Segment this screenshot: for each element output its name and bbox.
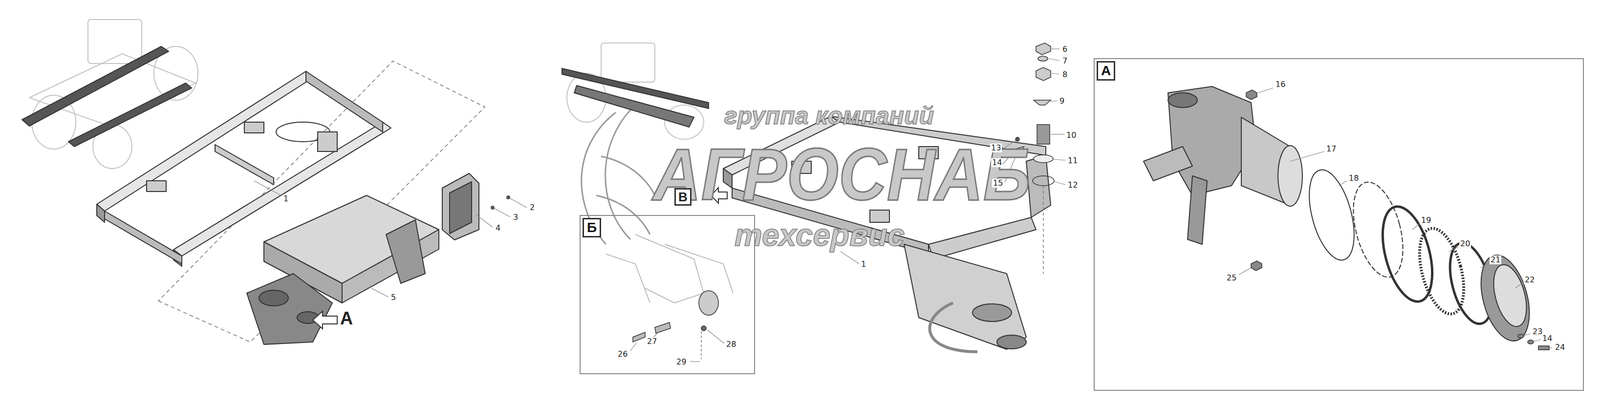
callout-number: 17	[1325, 144, 1338, 154]
callout-number: 29	[675, 357, 688, 367]
knuckle-17	[1143, 86, 1303, 245]
watermark-text: техсервис	[734, 219, 905, 251]
callout-number: 10	[1065, 130, 1078, 140]
bracket-4	[442, 173, 479, 240]
callout-number: 7	[1061, 56, 1069, 66]
callout-number: 12	[1066, 180, 1079, 190]
bolts-23-25	[1246, 89, 1550, 350]
detail-view-frame: Б	[579, 215, 756, 375]
callout-number: 5	[389, 293, 397, 303]
callout-number: 25	[1225, 273, 1238, 283]
view-letter: Б	[582, 217, 602, 238]
bolts-2-3	[490, 195, 511, 210]
callout-number: 8	[1061, 70, 1069, 80]
inset-b-drawing	[605, 234, 734, 316]
callout-number: 27	[646, 337, 658, 346]
callout-number: 1	[282, 194, 290, 204]
callout-number: 26	[616, 349, 629, 359]
callout-number: 16	[1274, 80, 1287, 89]
callout-number: 14	[1541, 334, 1554, 344]
leader-lines-left	[254, 180, 527, 298]
watermark-text: АГРОСНАБ	[652, 137, 1031, 212]
callout-number: 6	[1061, 44, 1069, 54]
callout-number: 1	[860, 259, 867, 269]
inset-b-parts	[632, 322, 707, 360]
rings-18-22	[1300, 165, 1538, 347]
callout-number: 4	[494, 223, 502, 233]
callout-number: 13	[990, 143, 1002, 153]
callout-number: 9	[1058, 96, 1066, 106]
callout-number: 22	[1523, 275, 1536, 285]
callout-number: 18	[1347, 173, 1360, 183]
watermark-emblem	[581, 105, 655, 245]
leader-lines-right	[1238, 87, 1553, 348]
callout-number: 14	[991, 158, 1003, 168]
detail-view-frame: А	[1093, 58, 1584, 391]
view-letter: В	[674, 188, 692, 206]
callout-number: 28	[725, 340, 737, 349]
watermark-text: группа компаний	[724, 103, 934, 129]
callout-number: 21	[1489, 255, 1502, 265]
callout-number: 15	[992, 178, 1004, 188]
arrow-a-left	[312, 311, 338, 329]
view-arrow-letter: А	[340, 309, 353, 328]
tractor-thumbnail-frame-left	[21, 46, 192, 147]
leader-lines-inset	[630, 329, 725, 362]
callout-number: 2	[528, 203, 536, 213]
callout-number: 20	[1459, 239, 1471, 249]
tractor-thumbnail-frame-middle	[562, 68, 709, 128]
view-letter: А	[1096, 61, 1116, 81]
subframe-5	[246, 195, 439, 345]
callout-number: 24	[1554, 343, 1566, 352]
callout-number: 19	[1420, 216, 1432, 225]
tractor-thumbnail-left	[29, 19, 198, 169]
callout-number: 11	[1066, 156, 1079, 166]
callout-number: 3	[512, 213, 519, 222]
